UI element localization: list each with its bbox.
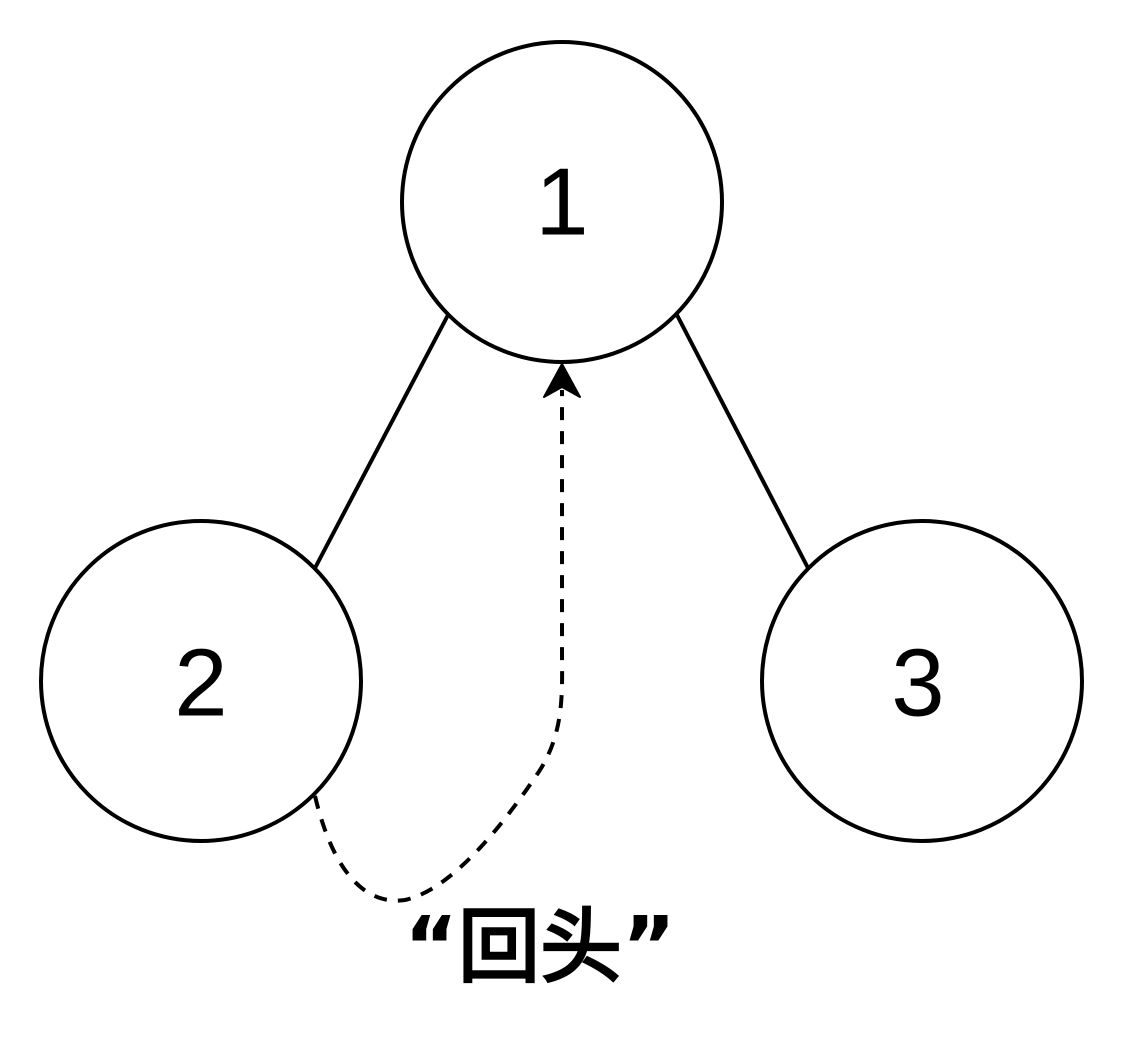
node-2: 2	[39, 519, 363, 843]
node-1-circle	[400, 40, 724, 364]
backtrack-caption: “回头”	[404, 900, 676, 995]
node-2-label: 2	[174, 630, 227, 737]
backtrack-dashed-arrow	[313, 390, 565, 903]
node-2-circle	[39, 519, 363, 843]
node-1-label: 1	[535, 149, 588, 256]
node-3: 3	[760, 519, 1084, 843]
node-3-circle	[760, 519, 1084, 843]
edge-1-3	[675, 314, 810, 569]
edge-1-2	[313, 314, 450, 569]
backtrack-arrowhead	[543, 363, 581, 398]
node-1: 1	[400, 40, 724, 364]
node-3-label: 3	[891, 630, 944, 737]
